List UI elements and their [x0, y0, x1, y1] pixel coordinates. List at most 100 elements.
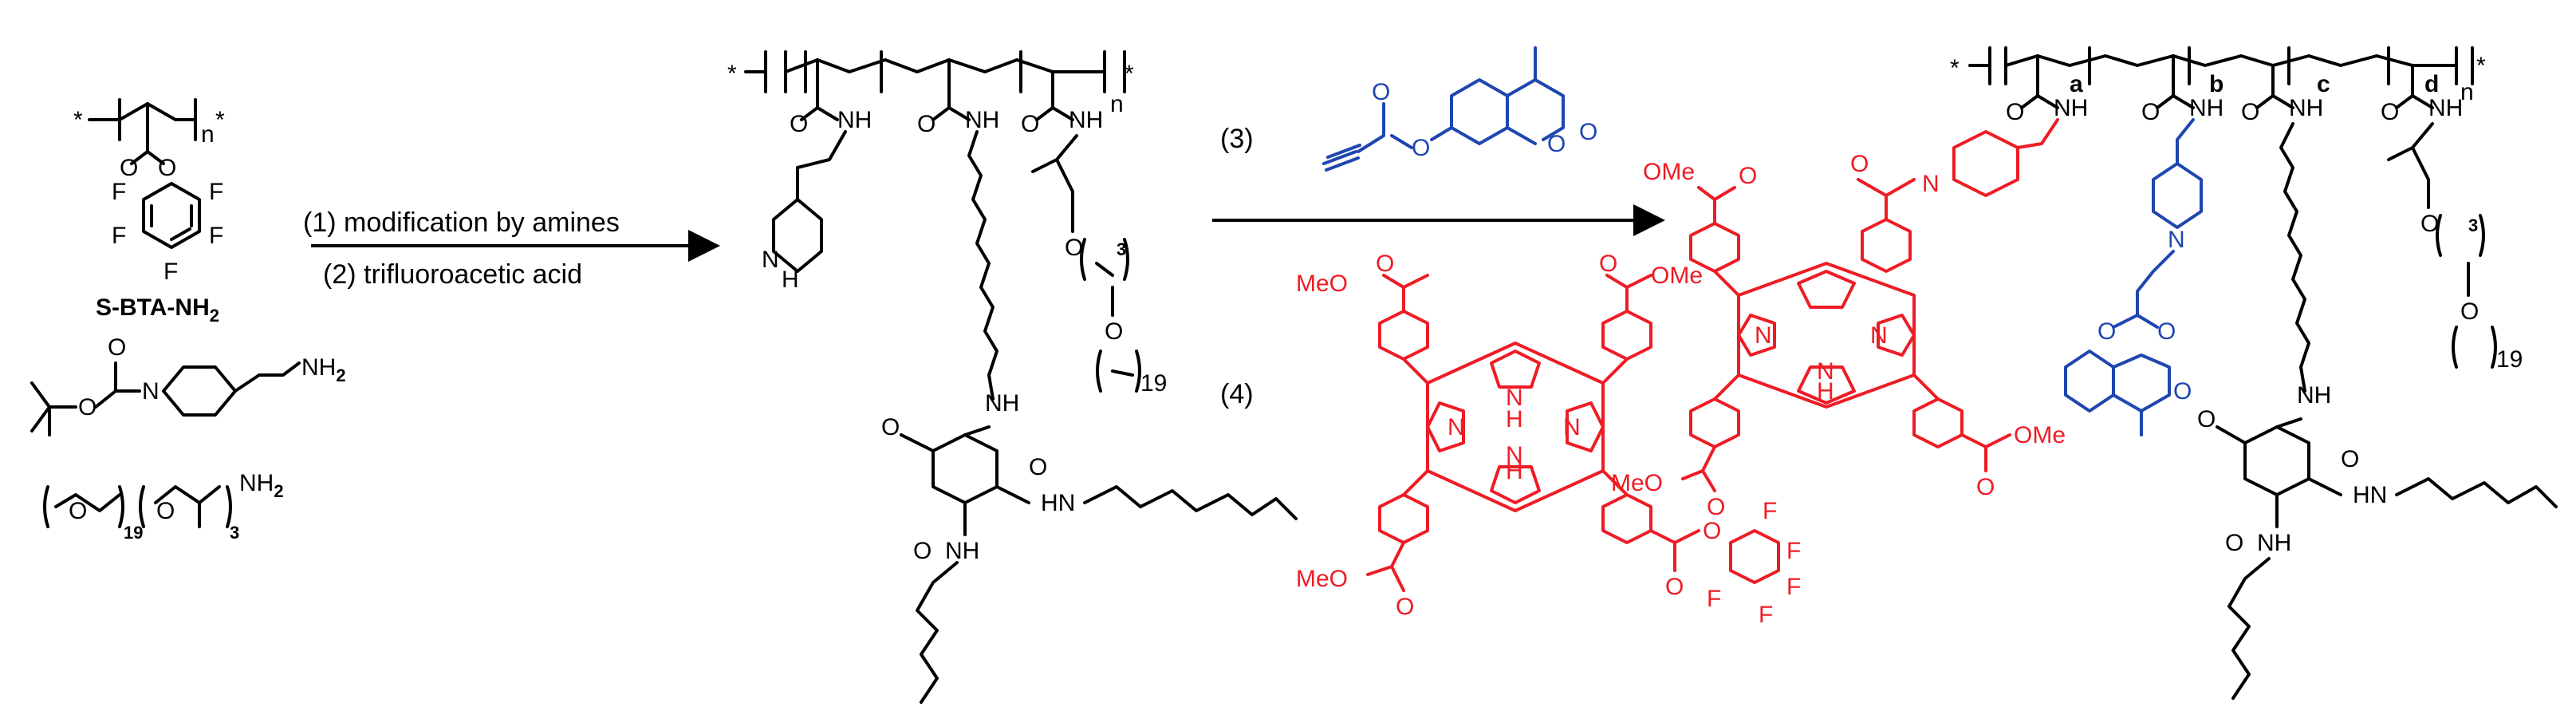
- porph-h1: H: [1506, 406, 1523, 433]
- monomer-carbonyl-o: O: [120, 155, 138, 181]
- inter-star-right: *: [1125, 61, 1134, 87]
- coumarin-o4: O: [1579, 119, 1597, 145]
- prod-porph-o3: O: [1976, 474, 1995, 500]
- prod-bta-o2: O: [2341, 446, 2359, 472]
- prod-d-o: O: [2381, 99, 2399, 125]
- inter-nh1: NH: [837, 107, 872, 133]
- inter-peg-chain: O NH O 3 O 19: [1021, 70, 1167, 397]
- porph-n1: N: [1506, 385, 1523, 411]
- prod-d-peg-o1: O: [2420, 211, 2439, 237]
- prod-porph-h: H: [1817, 378, 1834, 405]
- amine2-peg-n: 19: [124, 523, 143, 543]
- monomer-star-right: *: [215, 107, 225, 133]
- prod-bta-nh: NH: [2257, 530, 2291, 556]
- amine2-o1: O: [69, 498, 87, 524]
- prod-c-o: O: [2241, 99, 2259, 125]
- porph-o2: O: [1599, 251, 1617, 277]
- porph-o4: O: [1703, 518, 1721, 544]
- porph-f4: F: [1759, 602, 1773, 628]
- monomer-f1: F: [112, 179, 126, 205]
- monomer-repeat-n: n: [201, 121, 215, 148]
- prod-bta-o3: O: [2225, 530, 2243, 556]
- prod-porph-n3: N: [1870, 322, 1888, 349]
- condition-step4: (4): [1220, 379, 1254, 409]
- inter-bta-o3: O: [913, 538, 932, 564]
- prod-porph-meo: MeO: [1611, 470, 1663, 496]
- inter-peg-o1: O: [1065, 235, 1083, 261]
- prod-star-left: *: [1950, 55, 1960, 81]
- prod-b-o: O: [2141, 99, 2160, 125]
- prod-star-right: *: [2476, 53, 2486, 79]
- prod-porph-ome2: OMe: [2014, 422, 2066, 448]
- prod-b-o2: O: [2097, 318, 2116, 345]
- monomer-structure: * * n O O F F F F F S-BTA-NH2: [73, 98, 225, 326]
- prod-porph-o2: O: [1707, 494, 1725, 520]
- prod-porph-o1: O: [1739, 163, 1757, 189]
- amine-boc-piperidine: O O N NH2: [30, 334, 346, 436]
- amine1-carbonyl-o: O: [108, 334, 126, 361]
- porph-o5: O: [1665, 574, 1684, 600]
- arrow-step-3-4: (3) (4): [1212, 124, 1665, 409]
- intermediate-polymer: * * n O NH N H O NH NH O O HN O NH: [727, 50, 1298, 704]
- prod-d-nh: NH: [2428, 95, 2463, 121]
- prod-b-o4: O: [2173, 378, 2192, 405]
- porph-meo1: MeO: [1296, 271, 1348, 297]
- prod-peg-3: 3: [2468, 215, 2478, 235]
- prod-b-o3: O: [2157, 318, 2176, 345]
- amine1-nh2: NH2: [301, 354, 346, 385]
- inter-bta-o1: O: [881, 414, 900, 440]
- monomer-f2: F: [209, 179, 223, 205]
- inter-star-left: *: [727, 61, 737, 87]
- coumarin-o1: O: [1372, 79, 1390, 105]
- inter-peg-3: 3: [1117, 239, 1126, 259]
- product-polymer: * * n a b c d O NH N O N H N N OMe O: [1611, 46, 2558, 700]
- prod-porph-n2: N: [1755, 322, 1772, 349]
- monomer-f3: F: [112, 223, 126, 249]
- inter-pip-n: N: [762, 247, 779, 273]
- porph-f3: F: [1786, 574, 1801, 600]
- prod-c-nh2: NH: [2297, 382, 2331, 409]
- inter-o2: O: [917, 111, 935, 137]
- segment-b-label: b: [2209, 71, 2223, 97]
- porph-meo2: MeO: [1296, 566, 1348, 592]
- porph-h2: H: [1506, 458, 1523, 484]
- amine1-o: O: [78, 394, 97, 421]
- condition-step3: (3): [1220, 124, 1254, 154]
- prod-d-peg-o2: O: [2460, 298, 2479, 325]
- condition-step2: (2) trifluoroacetic acid: [323, 259, 582, 290]
- segment-a-label: a: [2070, 71, 2083, 97]
- amine1-n: N: [142, 378, 160, 405]
- porph-n2: N: [1506, 442, 1523, 468]
- pfp-ring: [142, 182, 201, 249]
- inter-peg-o2: O: [1105, 318, 1123, 345]
- prod-bta-hn: HN: [2353, 482, 2387, 508]
- inter-bta-o2: O: [1029, 454, 1047, 480]
- amine2-nh2: NH2: [239, 470, 284, 501]
- porph-n4: N: [1563, 414, 1581, 440]
- inter-o1: O: [790, 111, 808, 137]
- prod-b-pip-n: N: [2168, 227, 2185, 253]
- coumarin-reagent: O O O O: [1322, 46, 1597, 172]
- prod-a-o: O: [2006, 99, 2024, 125]
- amine2-o2: O: [156, 498, 175, 524]
- coumarin-o3: O: [1547, 131, 1566, 157]
- monomer-star-left: *: [73, 107, 83, 133]
- porph-n3: N: [1448, 414, 1465, 440]
- condition-step1: (1) modification by amines: [303, 207, 620, 238]
- amine-peg-ppg: O 19 O 3 NH2: [43, 470, 284, 543]
- inter-nh4: NH: [1069, 107, 1103, 133]
- porph-f2: F: [1786, 538, 1801, 564]
- porph-o1: O: [1376, 251, 1394, 277]
- inter-o4: O: [1021, 111, 1039, 137]
- prod-repeat-n: n: [2460, 79, 2474, 105]
- amine2-ppg-n: 3: [230, 523, 239, 543]
- monomer-name: S-BTA-NH2: [96, 294, 219, 326]
- segment-c-label: c: [2317, 71, 2330, 97]
- porph-ome1: OMe: [1651, 263, 1703, 289]
- inter-pip-h: H: [782, 267, 799, 293]
- prod-bta-o1: O: [2197, 406, 2216, 433]
- inter-nh2: NH: [965, 107, 999, 133]
- monomer-f5: F: [163, 259, 178, 285]
- prod-a-amide-o: O: [1850, 151, 1869, 177]
